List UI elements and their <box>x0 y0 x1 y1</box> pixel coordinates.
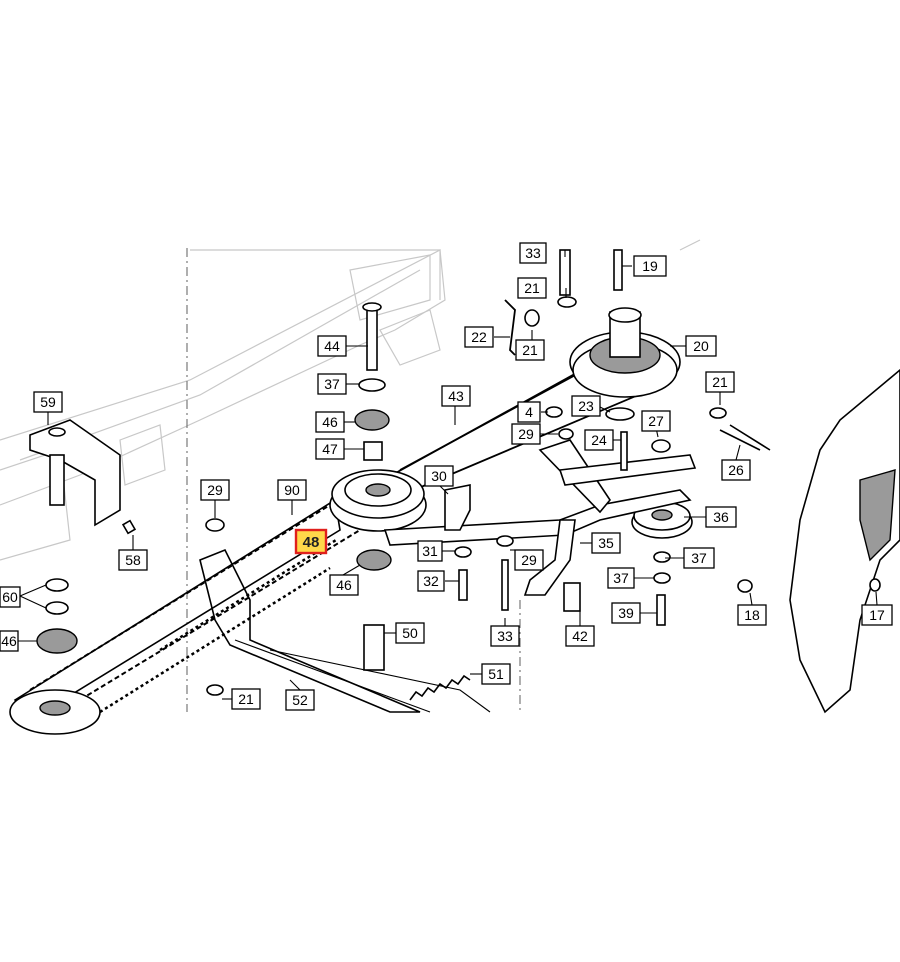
label-21[interactable]: 21 <box>517 277 547 299</box>
svg-text:33: 33 <box>497 628 513 644</box>
label-18[interactable]: 18 <box>737 604 767 626</box>
label-21[interactable]: 21 <box>515 339 545 361</box>
label-27[interactable]: 27 <box>641 410 671 432</box>
svg-text:21: 21 <box>712 374 728 390</box>
label-46[interactable]: 46 <box>329 574 359 596</box>
svg-text:4: 4 <box>525 404 533 420</box>
label-19[interactable]: 19 <box>633 255 667 277</box>
svg-text:39: 39 <box>618 605 634 621</box>
label-22[interactable]: 22 <box>464 326 494 348</box>
svg-text:23: 23 <box>578 398 594 414</box>
svg-text:21: 21 <box>522 342 538 358</box>
svg-text:35: 35 <box>598 535 614 551</box>
svg-text:51: 51 <box>488 666 504 682</box>
svg-text:37: 37 <box>613 570 629 586</box>
pulley-bottom-left <box>9 689 101 735</box>
svg-text:21: 21 <box>238 691 254 707</box>
svg-text:27: 27 <box>648 413 664 429</box>
label-51[interactable]: 51 <box>481 663 511 685</box>
label-42[interactable]: 42 <box>565 625 595 647</box>
label-32[interactable]: 32 <box>417 570 445 592</box>
label-46[interactable]: 46 <box>315 411 345 433</box>
svg-text:18: 18 <box>744 607 760 623</box>
svg-text:58: 58 <box>125 552 141 568</box>
svg-text:37: 37 <box>324 376 340 392</box>
label-29[interactable]: 29 <box>514 549 544 571</box>
svg-text:48: 48 <box>303 534 320 551</box>
label-21[interactable]: 21 <box>231 688 261 710</box>
svg-text:59: 59 <box>40 394 56 410</box>
svg-text:36: 36 <box>713 509 729 525</box>
label-47[interactable]: 47 <box>315 438 345 460</box>
label-29[interactable]: 29 <box>200 479 230 501</box>
leader-lines <box>18 250 878 700</box>
svg-text:60: 60 <box>2 589 18 605</box>
pulley-20 <box>569 307 681 398</box>
small-parts <box>36 249 881 696</box>
label-29[interactable]: 29 <box>511 423 541 445</box>
label-33[interactable]: 33 <box>490 625 520 647</box>
label-59[interactable]: 59 <box>33 391 63 413</box>
label-20[interactable]: 20 <box>685 335 717 357</box>
pulley-48 <box>329 469 427 532</box>
svg-text:50: 50 <box>402 625 418 641</box>
label-43[interactable]: 43 <box>441 385 471 407</box>
svg-text:46: 46 <box>1 633 17 649</box>
svg-text:32: 32 <box>423 573 439 589</box>
svg-text:52: 52 <box>292 692 308 708</box>
label-17[interactable]: 17 <box>861 604 893 626</box>
label-31[interactable]: 31 <box>417 540 443 562</box>
label-30[interactable]: 30 <box>424 465 454 487</box>
label-58[interactable]: 58 <box>118 549 148 571</box>
svg-text:20: 20 <box>693 338 709 354</box>
guard <box>789 368 900 714</box>
svg-text:29: 29 <box>521 552 537 568</box>
svg-text:24: 24 <box>591 432 607 448</box>
label-37[interactable]: 37 <box>683 547 715 569</box>
svg-text:29: 29 <box>207 482 223 498</box>
label-21[interactable]: 21 <box>705 371 735 393</box>
bracket-59 <box>29 419 121 527</box>
label-60[interactable]: 60 <box>0 586 21 608</box>
svg-text:31: 31 <box>422 543 438 559</box>
label-90[interactable]: 90 <box>277 479 307 501</box>
label-44[interactable]: 44 <box>317 335 347 357</box>
spring-51 <box>409 674 471 701</box>
svg-text:46: 46 <box>336 577 352 593</box>
svg-text:46: 46 <box>322 414 338 430</box>
label-35[interactable]: 35 <box>591 532 621 554</box>
label-4[interactable]: 4 <box>517 401 541 423</box>
svg-text:43: 43 <box>448 388 464 404</box>
svg-text:42: 42 <box>572 628 588 644</box>
svg-text:47: 47 <box>322 441 338 457</box>
callout-labels: 33 19 21 22 21 20 44 37 43 21 4 23 27 29… <box>0 242 893 711</box>
svg-text:90: 90 <box>284 482 300 498</box>
svg-text:26: 26 <box>728 462 744 478</box>
svg-text:29: 29 <box>518 426 534 442</box>
svg-text:17: 17 <box>869 607 885 623</box>
label-23[interactable]: 23 <box>571 395 601 417</box>
label-46[interactable]: 46 <box>0 630 19 652</box>
label-52[interactable]: 52 <box>285 689 315 711</box>
svg-text:22: 22 <box>471 329 487 345</box>
label-33[interactable]: 33 <box>519 242 547 264</box>
label-24[interactable]: 24 <box>584 429 614 451</box>
frame-52 <box>199 548 491 713</box>
svg-text:44: 44 <box>324 338 340 354</box>
label-36[interactable]: 36 <box>705 506 737 528</box>
svg-text:21: 21 <box>524 280 540 296</box>
label-39[interactable]: 39 <box>611 602 641 624</box>
label-37[interactable]: 37 <box>607 567 635 589</box>
label-26[interactable]: 26 <box>721 459 751 481</box>
svg-text:19: 19 <box>642 258 658 274</box>
part-48-callout[interactable]: 48 <box>294 528 328 555</box>
svg-text:37: 37 <box>691 550 707 566</box>
label-37[interactable]: 37 <box>317 373 347 395</box>
svg-text:30: 30 <box>431 468 447 484</box>
label-50[interactable]: 50 <box>395 622 425 644</box>
svg-text:33: 33 <box>525 245 541 261</box>
